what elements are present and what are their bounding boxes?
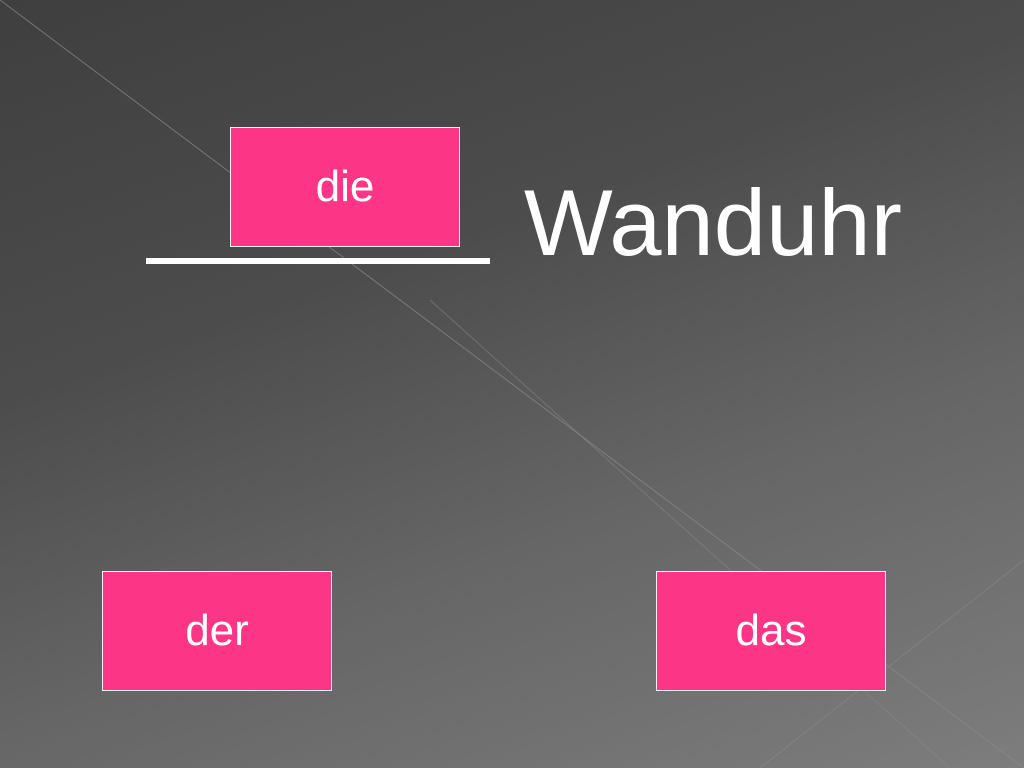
noun-word: Wanduhr (524, 170, 902, 275)
answer-blank-line (146, 258, 490, 264)
answer-card-die[interactable]: die (230, 127, 460, 247)
answer-card-der[interactable]: der (102, 571, 332, 691)
answer-card-das[interactable]: das (656, 571, 886, 691)
